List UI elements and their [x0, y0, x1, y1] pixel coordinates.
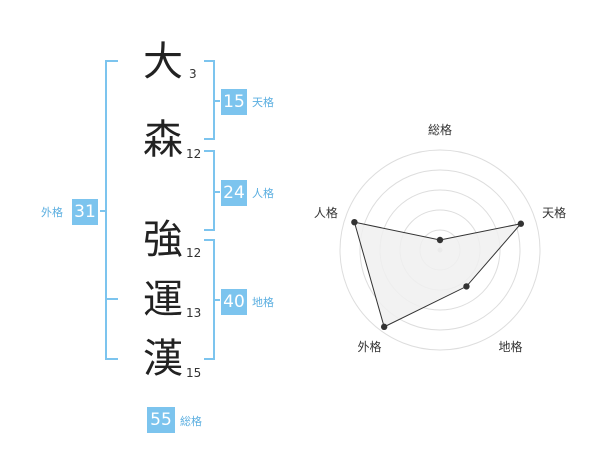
- radar-axis-label-2: 天格: [542, 205, 566, 220]
- name-char-3: 強: [143, 217, 183, 263]
- stroke-count-3: 12: [186, 246, 202, 260]
- stroke-count-4: 13: [186, 306, 202, 320]
- jinkaku-value: 24: [221, 180, 247, 206]
- stroke-count-5: 15: [186, 366, 202, 380]
- soukaku-label: 総格: [180, 415, 202, 428]
- radar-point-1: [436, 236, 444, 244]
- radar-ring: [359, 169, 521, 331]
- name-char-4: 運: [143, 277, 183, 323]
- stroke-count-1: 3: [189, 67, 197, 81]
- radar-point-3: [463, 283, 470, 290]
- name-char-1: 大: [143, 39, 183, 85]
- gaikaku-label: 外格: [41, 206, 63, 219]
- radar-axis-label-4: 外格: [357, 339, 381, 354]
- jinkaku-bracket: [204, 150, 215, 231]
- radar-ring: [339, 149, 541, 351]
- radar-point-2: [517, 220, 525, 227]
- gaikaku-value: 31: [72, 199, 98, 225]
- soukaku-value: 55: [147, 407, 175, 433]
- name-char-2: 森: [143, 117, 183, 163]
- radar-axis-label-5: 人格: [314, 205, 338, 220]
- radar-axis-label-1: 総格: [428, 122, 452, 137]
- chikaku-value: 40: [221, 289, 247, 315]
- radar-point-4: [380, 323, 388, 331]
- chikaku-label: 地格: [252, 296, 274, 309]
- tenkaku-value: 15: [221, 89, 247, 115]
- radar-axis-label-3: 地格: [499, 339, 523, 354]
- radar-point-5: [351, 218, 358, 226]
- jinkaku-label: 人格: [252, 187, 274, 200]
- stroke-count-2: 12: [186, 147, 202, 161]
- tenkaku-label: 天格: [252, 96, 274, 109]
- radar-series-area: [353, 221, 523, 328]
- name-char-5: 漢: [143, 336, 183, 382]
